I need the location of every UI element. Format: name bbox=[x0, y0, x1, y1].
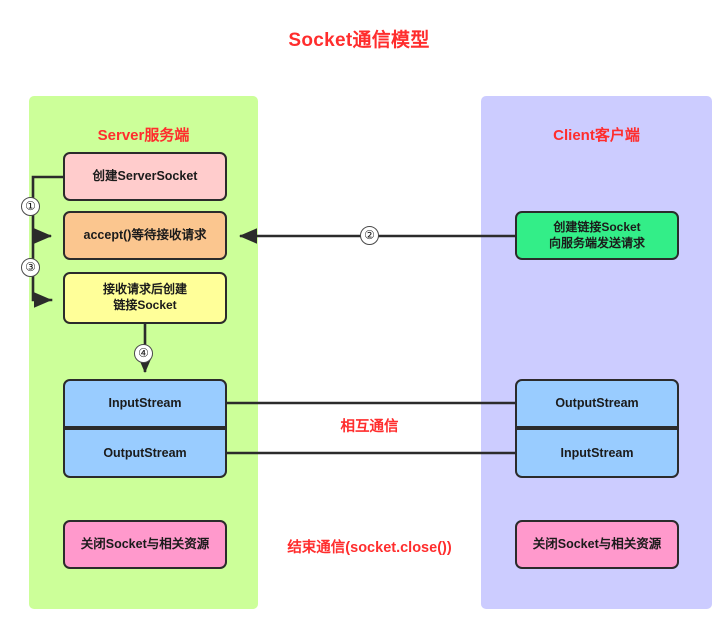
client-box-close-socket-label: 关闭Socket与相关资源 bbox=[532, 537, 662, 552]
client-box-create-socket-text: 创建链接Socket 向服务端发送请求 bbox=[549, 220, 645, 252]
server-box-close-socket-label: 关闭Socket与相关资源 bbox=[80, 537, 210, 552]
client-box-close-socket[interactable]: 关闭Socket与相关资源 bbox=[515, 520, 679, 569]
server-panel-title: Server服务端 bbox=[97, 127, 190, 144]
client-box-outputstream[interactable]: OutputStream bbox=[515, 379, 679, 428]
client-box-outputstream-label: OutputStream bbox=[555, 396, 639, 411]
server-box-accept-label: accept()等待接收请求 bbox=[83, 228, 207, 243]
client-box-inputstream[interactable]: InputStream bbox=[515, 428, 679, 478]
client-panel-title: Client客户端 bbox=[553, 127, 640, 144]
client-box-create-socket[interactable]: 创建链接Socket 向服务端发送请求 bbox=[515, 211, 679, 260]
client-box-create-socket-line2: 向服务端发送请求 bbox=[548, 235, 645, 250]
server-box-create-serversocket-label: 创建ServerSocket bbox=[92, 169, 198, 184]
step-badge-3: ③ bbox=[21, 258, 40, 277]
server-box-inputstream-label: InputStream bbox=[108, 396, 182, 411]
server-box-create-serversocket[interactable]: 创建ServerSocket bbox=[63, 152, 227, 201]
server-box-inputstream[interactable]: InputStream bbox=[63, 379, 227, 428]
client-box-create-socket-line1: 创建链接Socket bbox=[553, 219, 641, 234]
mutual-communication-label: 相互通信 bbox=[340, 419, 399, 435]
server-box-create-link-socket-text: 接收请求后创建 链接Socket bbox=[103, 282, 187, 314]
server-box-create-link-socket-line2: 链接Socket bbox=[113, 298, 177, 312]
server-box-outputstream[interactable]: OutputStream bbox=[63, 428, 227, 478]
step-badge-1: ① bbox=[21, 197, 40, 216]
server-box-accept[interactable]: accept()等待接收请求 bbox=[63, 211, 227, 260]
step-badge-2: ② bbox=[360, 226, 379, 245]
page-title: Socket通信模型 bbox=[288, 30, 430, 51]
server-box-create-link-socket[interactable]: 接收请求后创建 链接Socket bbox=[63, 272, 227, 324]
end-communication-label: 结束通信(socket.close()) bbox=[287, 540, 452, 556]
server-box-outputstream-label: OutputStream bbox=[103, 445, 187, 460]
client-box-inputstream-label: InputStream bbox=[560, 445, 634, 460]
server-box-close-socket[interactable]: 关闭Socket与相关资源 bbox=[63, 520, 227, 569]
server-box-create-link-socket-line1: 接收请求后创建 bbox=[102, 282, 187, 297]
step-badge-4: ④ bbox=[134, 344, 153, 363]
